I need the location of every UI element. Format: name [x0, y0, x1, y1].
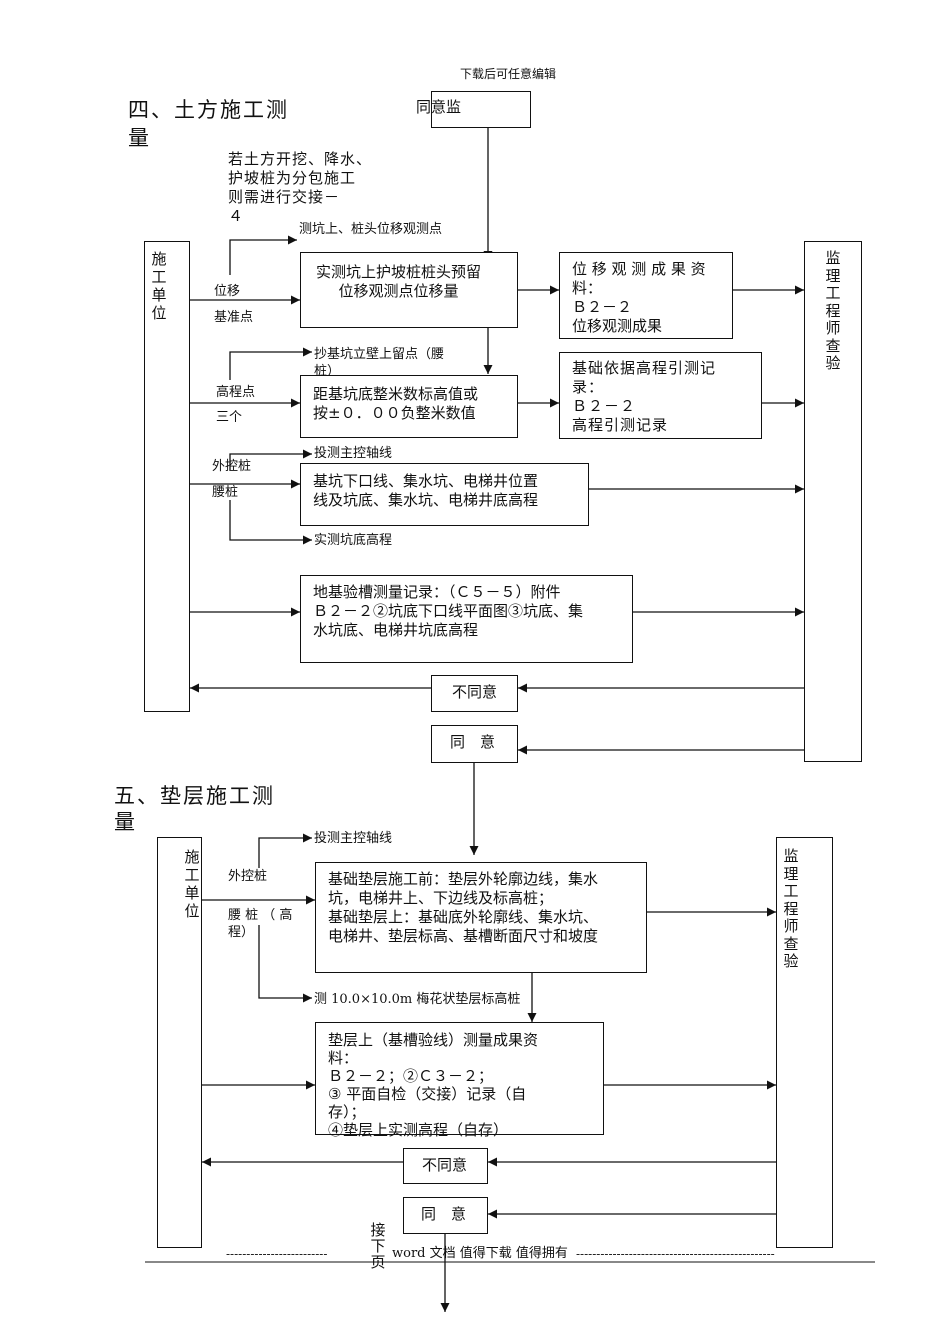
agree-box — [431, 725, 518, 763]
elevation-box — [300, 375, 518, 438]
trench-box — [300, 575, 633, 663]
pit-box — [300, 463, 589, 526]
label-outer-pile: 外控桩 — [212, 459, 252, 474]
cushion-box — [315, 862, 647, 973]
disagree-box — [431, 675, 518, 712]
construction-unit-label: 施 工 单 位 — [151, 250, 167, 322]
next-page-label: 接 下 页 — [370, 1221, 386, 1271]
supervisor-box-2 — [776, 837, 833, 1248]
label-pit-bottom: 实测坑底高程 — [314, 533, 393, 548]
label5-axis: 投测主控轴线 — [314, 831, 393, 846]
section4-note: 若土方开挖、降水、 护坡桩为分包施工 则需进行交接－ ４ — [228, 150, 373, 225]
cushion-result-text: 垫层上（基槽验线）测量成果资 料： Ｂ２－２；②Ｃ３－２； ③ 平面自检（交接）… — [328, 1031, 539, 1139]
displacement-box-text: 实测坑上护坡桩桩头预留 位移观测点位移量 — [316, 263, 482, 300]
supervisor-label-2: 监 理 工 程 师 查 验 — [783, 847, 799, 970]
label-elevation-point: 高程点 — [216, 385, 256, 400]
pit-box-text: 基坑下口线、集水坑、电梯井位置 线及坑底、集水坑、电梯井底高程 — [313, 472, 539, 509]
elevation-result-box — [559, 352, 762, 439]
section4-title-cont: 量 — [128, 126, 151, 150]
arrow5-grid-branch — [258, 925, 312, 1003]
arrow-pit-bottom-branch — [229, 500, 312, 545]
elevation-box-text: 距基坑底整米数标高值或 按±０．００负整米数值 — [313, 385, 479, 422]
supervisor-box — [804, 241, 862, 762]
arrow-waist-branch — [229, 347, 312, 380]
footer-dashes-left: ------------------------- — [226, 1247, 328, 1261]
footer-text: word 文档 值得下载 值得拥有 — [392, 1246, 568, 1261]
header-text: 下载后可任意编辑 — [460, 67, 557, 81]
arrow5-axis-branch — [258, 833, 312, 868]
label-benchmark: 基准点 — [214, 310, 254, 325]
displacement-result-box — [559, 252, 733, 339]
top-approval-text: 同意监 — [416, 98, 462, 116]
label5-grid: 测 10.0×10.0m 梅花状垫层标高桩 — [314, 992, 521, 1007]
section4-title: 四、土方施工测 — [128, 98, 289, 122]
trench-box-text: 地基验槽测量记录：（Ｃ５－５）附件 Ｂ２－２②坑底下口线平面图③坑底、集 水坑底… — [313, 583, 584, 639]
disagree-text-2: 不同意 — [422, 1156, 468, 1174]
arrow-top-branch — [229, 235, 297, 275]
label5-waist-pile: 腰 桩 （ 高 程） — [228, 908, 293, 940]
label-waist-pile: 腰桩 — [212, 485, 239, 500]
label-displacement: 位移 — [214, 284, 241, 299]
cushion-result-box — [315, 1022, 604, 1135]
supervisor-label: 监 理 工 程 师 查 验 — [825, 249, 841, 372]
label5-outer-pile: 外控桩 — [228, 869, 268, 884]
disagree-text: 不同意 — [452, 683, 498, 701]
label-axis: 投测主控轴线 — [314, 446, 393, 461]
agree-box-2 — [403, 1197, 488, 1234]
agree-text: 同 意 — [450, 733, 496, 751]
top-approval-box — [431, 91, 531, 128]
displacement-box — [300, 252, 518, 328]
label-three: 三个 — [216, 410, 243, 425]
label-top-branch: 测坑上、桩头位移观测点 — [299, 222, 443, 237]
cushion-box-text: 基础垫层施工前：垫层外轮廓边线，集水 坑，电梯井上、下边线及标高桩； 基础垫层上… — [328, 870, 599, 945]
disagree-box-2 — [403, 1148, 488, 1184]
construction-unit-box-2 — [157, 837, 202, 1248]
arrow-axis-branch — [229, 449, 312, 470]
displacement-result-text: 位 移 观 测 成 果 资 料： Ｂ２－２ 位移观测成果 — [572, 260, 706, 335]
section5-title: 五、垫层施工测 — [114, 784, 275, 808]
section5-title-cont: 量 — [114, 810, 137, 834]
construction-unit-box — [144, 241, 190, 712]
agree-text-2: 同 意 — [421, 1205, 467, 1223]
footer-dashes-right: ----------------------------------------… — [576, 1247, 775, 1261]
elevation-result-text: 基础依据高程引测记 录： Ｂ２－２ 高程引测记录 — [572, 359, 717, 434]
construction-unit-label-2: 施 工 单 位 — [184, 848, 200, 920]
